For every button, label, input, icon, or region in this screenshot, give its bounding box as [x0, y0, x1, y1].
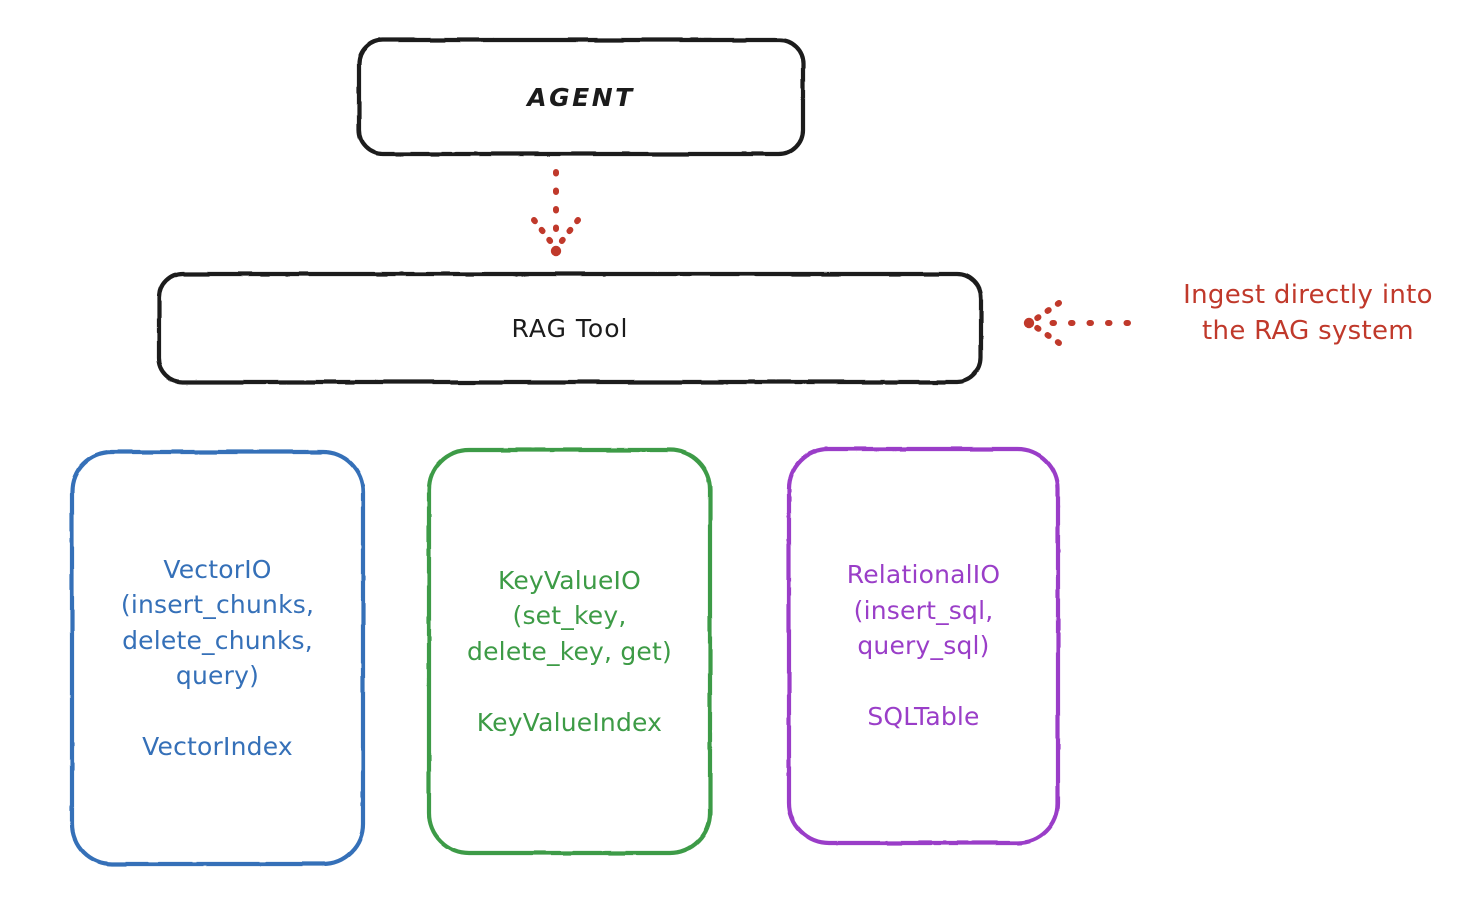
ingest-arrow	[1023, 300, 1131, 346]
node-key-value-io-label: KeyValueIO (set_key, delete_key, get) Ke…	[467, 565, 672, 737]
node-agent-label: AGENT	[527, 82, 635, 112]
node-relational-io-label: RelationalIO (insert_sql, query_sql) SQL…	[846, 560, 1001, 732]
node-vector-io[interactable]: VectorIO (insert_chunks, delete_chunks, …	[70, 450, 365, 866]
node-key-value-io[interactable]: KeyValueIO (set_key, delete_key, get) Ke…	[427, 448, 712, 855]
ingest-annotation-text: Ingest directly into the RAG system	[1183, 280, 1433, 346]
node-agent[interactable]: AGENT	[357, 38, 805, 156]
node-vector-io-label: VectorIO (insert_chunks, delete_chunks, …	[120, 554, 315, 762]
node-rag-tool[interactable]: RAG Tool	[157, 272, 983, 384]
node-relational-io[interactable]: RelationalIO (insert_sql, query_sql) SQL…	[787, 447, 1060, 845]
node-rag-tool-label: RAG Tool	[511, 313, 629, 343]
agent-to-rag-arrow	[531, 169, 581, 257]
